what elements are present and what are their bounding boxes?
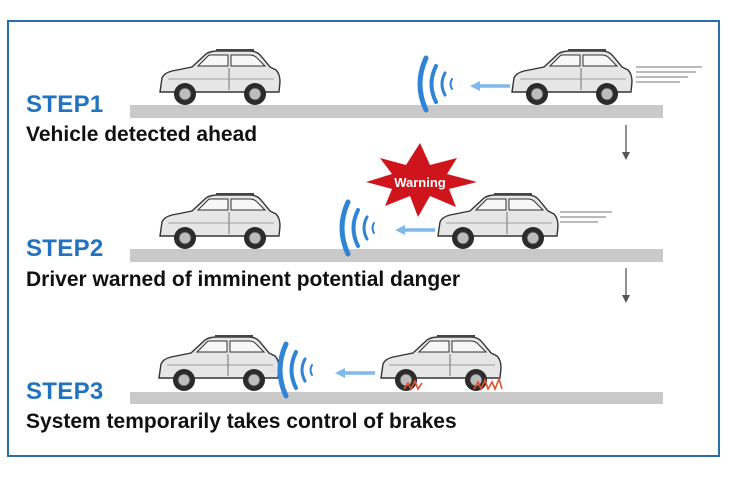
road: [130, 105, 663, 118]
step3-scene: [130, 334, 663, 404]
speed-lines-icon: [636, 66, 702, 83]
warning-text: Warning: [394, 175, 446, 190]
radar-wave-icon: [342, 202, 374, 254]
arrow-left-icon: [333, 366, 377, 380]
arrow-down-icon: [622, 125, 630, 160]
step1-scene: [130, 48, 702, 118]
step3-description: System temporarily takes control of brak…: [26, 410, 457, 433]
step2-description: Driver warned of imminent potential dang…: [26, 268, 461, 291]
car-icon: [158, 334, 280, 392]
diagram-frame: [7, 20, 720, 457]
brake-sparks-icon: [403, 376, 503, 392]
arrow-down-icon: [622, 268, 630, 303]
step1-description: Vehicle detected ahead: [26, 123, 258, 146]
step1-label: STEP1: [26, 91, 104, 118]
road: [130, 249, 663, 262]
road: [130, 392, 663, 404]
car-icon: [511, 48, 633, 106]
step2-scene: Warning: [130, 143, 663, 262]
car-icon: [437, 192, 559, 250]
warning-burst-icon: Warning: [366, 143, 477, 217]
step3-label: STEP3: [26, 378, 104, 405]
speed-lines-icon: [560, 211, 612, 223]
arrow-left-icon: [468, 79, 512, 93]
radar-wave-icon: [420, 58, 452, 110]
car-icon: [159, 192, 281, 250]
arrow-left-icon: [393, 223, 437, 237]
radar-wave-icon: [280, 344, 312, 396]
car-icon: [159, 48, 281, 106]
step2-label: STEP2: [26, 235, 104, 262]
